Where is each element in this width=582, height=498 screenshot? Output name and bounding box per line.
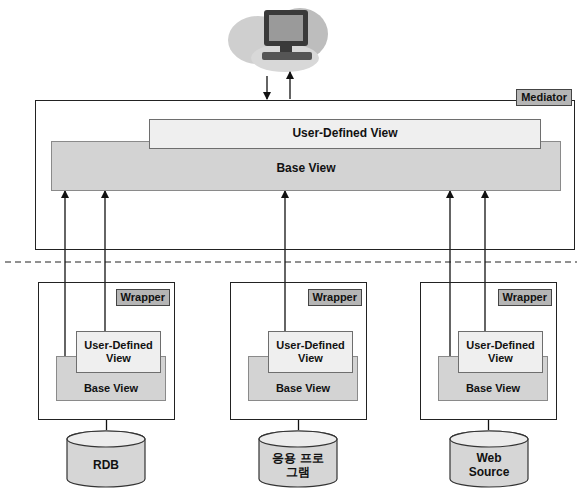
source-link — [106, 420, 107, 430]
user-view-box: User-Defined View — [458, 331, 543, 373]
node-label: Base View — [466, 382, 520, 395]
cylinder-top — [67, 431, 145, 447]
cylinder-body — [67, 431, 145, 487]
node-label: User-Defined View — [462, 339, 539, 364]
user-view-box: User-Defined View — [149, 119, 541, 149]
component-tag: Mediator — [516, 89, 572, 106]
component-box: WrapperUser-Defined ViewBase View — [38, 282, 175, 420]
data-flow-arrow — [449, 191, 450, 356]
monitor — [264, 10, 308, 46]
data-flow-arrow — [484, 191, 485, 331]
node-label: Base View — [276, 162, 335, 176]
source-link — [488, 420, 489, 430]
screen — [269, 15, 303, 41]
cylinder-top — [259, 431, 337, 447]
component-box: WrapperUser-Defined ViewBase View — [420, 282, 557, 420]
computer-icon — [228, 8, 328, 72]
node-label: User-Defined View — [272, 339, 349, 364]
data-source-cylinder: RDB — [66, 430, 146, 488]
node-label: RDB — [93, 459, 119, 473]
source-link — [298, 420, 299, 430]
cylinder-body — [450, 431, 528, 487]
component-tag: Wrapper — [498, 289, 552, 306]
data-flow-arrow — [64, 191, 65, 356]
user-view-box: User-Defined View — [76, 331, 161, 373]
user-view-box: User-Defined View — [268, 331, 353, 373]
layer-divider — [5, 261, 577, 262]
node-label: Base View — [276, 382, 330, 395]
component-tag: Wrapper — [308, 289, 362, 306]
component-tag: Wrapper — [116, 289, 170, 306]
node-label: Base View — [84, 382, 138, 395]
data-flow-arrow — [284, 191, 285, 331]
keyboard — [262, 52, 312, 60]
request-arrow — [266, 76, 267, 99]
monitor-stand — [280, 46, 292, 52]
data-source-cylinder: Web Source — [449, 430, 529, 488]
cylinder-body — [259, 431, 337, 487]
response-arrow — [289, 72, 290, 99]
component-box: WrapperUser-Defined ViewBase View — [230, 282, 367, 420]
cloud-blob — [251, 44, 319, 72]
data-source-cylinder: 응용 프로그램 — [258, 430, 338, 488]
component-box: MediatorUser-Defined ViewBase View — [35, 100, 575, 250]
node-label: User-Defined View — [80, 339, 157, 364]
node-label: User-Defined View — [292, 127, 397, 141]
cylinder-top — [450, 431, 528, 447]
data-flow-arrow — [104, 191, 105, 331]
node-label: 응용 프로그램 — [270, 452, 326, 480]
node-label: Web Source — [461, 452, 517, 480]
